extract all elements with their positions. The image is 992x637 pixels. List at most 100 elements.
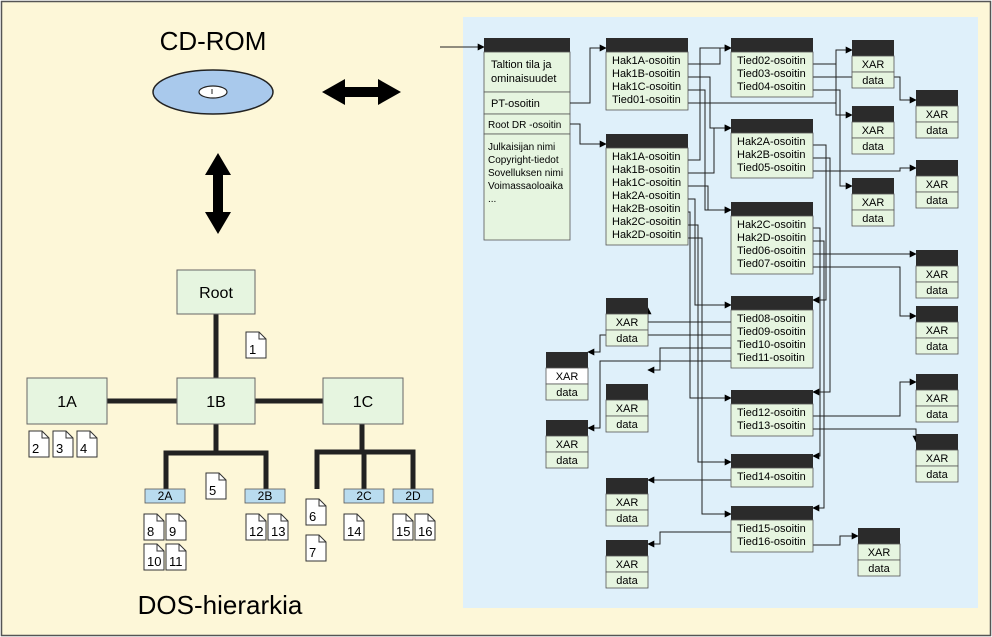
- pointer-arrow: [812, 240, 825, 512]
- xar-label: XAR: [616, 497, 639, 509]
- svg-text:Root: Root: [199, 285, 233, 302]
- xar-label: XAR: [556, 439, 579, 451]
- svg-text:2D: 2D: [405, 489, 421, 503]
- file-icon: 11: [165, 543, 187, 571]
- tree-lines: [107, 314, 416, 489]
- file-number: 9: [169, 524, 176, 539]
- node-1c: 1C: [322, 377, 404, 425]
- data-label: data: [862, 213, 884, 225]
- pointer-entry: Tied12-osoitin: [737, 407, 806, 419]
- volume-info-line: Copyright-tiedot: [488, 155, 559, 166]
- data-label: data: [868, 563, 890, 575]
- pointer-entry: Hak1C-osoitin: [612, 177, 681, 189]
- pointer-arrow: [587, 360, 731, 432]
- pointer-arrow: [688, 224, 732, 466]
- data-label: data: [616, 419, 638, 431]
- data-label: data: [862, 75, 884, 87]
- file-icon: 16: [414, 513, 436, 541]
- file-number: 3: [56, 441, 63, 456]
- xar-label: XAR: [556, 371, 579, 383]
- file-icon: 4: [76, 430, 98, 458]
- file-icon: 14: [343, 513, 365, 541]
- file-icon: 13: [267, 513, 289, 541]
- data-label: data: [616, 575, 638, 587]
- file-number: 4: [80, 441, 87, 456]
- data-label: data: [926, 285, 948, 297]
- pt-pointer: PT-osoitin: [491, 98, 540, 110]
- pointer-entry: Hak1A-osoitin: [612, 55, 680, 67]
- xar-label: XAR: [868, 547, 891, 559]
- xar-label: XAR: [926, 393, 949, 405]
- file-icon: 9: [165, 513, 187, 541]
- file-icon: 7: [305, 534, 327, 562]
- node-2c: 2C: [343, 488, 385, 504]
- pointer-arrow: [688, 185, 732, 214]
- xar-label: XAR: [616, 317, 639, 329]
- pointer-arrow: [813, 164, 917, 172]
- data-label: data: [926, 341, 948, 353]
- directory-record-dir-1a: Tied02-osoitinTied03-osoitinTied04-osoit…: [730, 38, 814, 98]
- file-number: 13: [271, 524, 285, 539]
- file-number: 10: [147, 554, 161, 569]
- directory-record-dir-2a: Tied08-osoitinTied09-osoitinTied10-osoit…: [730, 296, 814, 369]
- xar-data-block: XAR data: [915, 374, 959, 423]
- svg-text:ominaisuudet: ominaisuudet: [491, 73, 556, 85]
- file-number: 12: [249, 524, 263, 539]
- pointer-entry: Tied04-osoitin: [737, 81, 806, 93]
- xar-label: XAR: [926, 109, 949, 121]
- pointer-arrow: [813, 378, 917, 417]
- pointer-entry: Tied08-osoitin: [737, 313, 806, 325]
- data-label: data: [862, 141, 884, 153]
- pointer-entry: Hak2B-osoitin: [737, 149, 805, 161]
- pointer-arrow: [647, 347, 731, 374]
- data-label: data: [926, 409, 948, 421]
- svg-text:2A: 2A: [158, 489, 173, 503]
- file-number: 11: [169, 554, 183, 569]
- cdrom-label: CD-ROM: [160, 26, 267, 56]
- file-number: 7: [309, 545, 316, 560]
- pointer-entry: Tied09-osoitin: [737, 326, 806, 338]
- root-dr-pointer: Root DR -osoitin: [488, 120, 561, 131]
- xar-label: XAR: [926, 453, 949, 465]
- directory-record-dir-root-top: Hak1A-osoitinHak1B-osoitinHak1C-osoitinT…: [605, 38, 689, 111]
- pointer-entry: Tied05-osoitin: [737, 162, 806, 174]
- pointer-arrow: [688, 211, 732, 402]
- volume-info-line: Julkaisijan nimi: [488, 142, 555, 153]
- pointer-entry: Hak2A-osoitin: [737, 136, 805, 148]
- file-number: 15: [396, 524, 410, 539]
- data-label: data: [616, 333, 638, 345]
- file-icon: 8: [143, 513, 165, 541]
- data-label: data: [926, 195, 948, 207]
- file-number: 16: [418, 524, 432, 539]
- data-label: data: [556, 455, 578, 467]
- xar-data-block: XAR data: [605, 298, 649, 347]
- file-icon: 12: [245, 513, 267, 541]
- pointer-entry: Tied14-osoitin: [737, 471, 806, 483]
- pointer-arrow: [647, 531, 731, 548]
- pointer-entry: Hak2B-osoitin: [612, 203, 680, 215]
- pointer-arrow: [688, 237, 732, 518]
- pointer-arrow: [688, 44, 732, 161]
- xar-label: XAR: [926, 325, 949, 337]
- pointer-arrow: [813, 532, 859, 546]
- file-icon: 1: [245, 331, 267, 359]
- pointer-entry: Hak2C-osoitin: [612, 216, 681, 228]
- pointer-entry: Hak2A-osoitin: [612, 190, 680, 202]
- pointer-entry: Hak1C-osoitin: [612, 81, 681, 93]
- pointer-arrow: [812, 157, 831, 396]
- directory-record-dir-root-main: Hak1A-osoitinHak1B-osoitinHak1C-osoitinH…: [605, 134, 689, 246]
- svg-text:2C: 2C: [356, 489, 372, 503]
- xar-data-block: XAR data: [857, 528, 901, 577]
- xar-data-block: XAR data: [545, 420, 589, 469]
- volume-descriptor: Taltion tila ja ominaisuudet PT-osoitin …: [483, 38, 571, 241]
- volume-info-line: Voimassaoloaika: [488, 181, 563, 192]
